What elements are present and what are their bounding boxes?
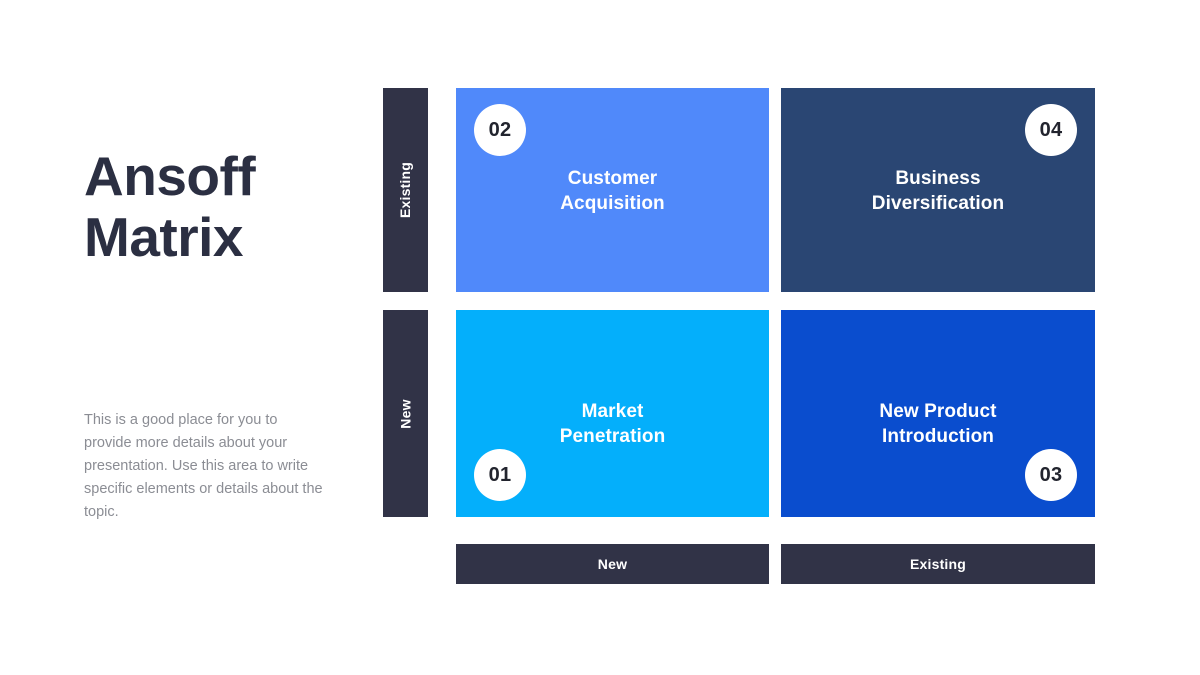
quadrant-title-customer-acquisition: Customer Acquisition [560,168,665,214]
column-axis-existing: Existing [781,544,1095,584]
quadrant-badge-01: 01 [474,449,526,501]
quadrant-badge-04: 04 [1025,104,1077,156]
quadrant-market-penetration[interactable]: 01 Market Penetration [456,310,769,517]
slide-description: This is a good place for you to provide … [84,412,323,520]
quadrant-title-new-product-introduction: New Product Introduction [879,401,997,447]
row-axis-new: New [383,310,428,517]
quadrant-title-market-penetration: Market Penetration [559,401,666,447]
quadrant-title-business-diversification: Business Diversification [871,168,1005,214]
column-axis-new: New [456,544,769,584]
row-axis-new-label: New [397,398,414,429]
row-axis-existing: Existing [383,88,428,292]
quadrant-customer-acquisition[interactable]: 02 Customer Acquisition [456,88,769,292]
quadrant-badge-03: 03 [1025,449,1077,501]
row-axis-existing-label: Existing [397,161,414,219]
quadrant-business-diversification[interactable]: 04 Business Diversification [781,88,1095,292]
quadrant-new-product-introduction[interactable]: 03 New Product Introduction [781,310,1095,517]
quadrant-badge-02: 02 [474,104,526,156]
page-title: Ansoff Matrix [84,145,256,268]
left-text-column: Ansoff Matrix This is a good place for y… [84,0,334,675]
